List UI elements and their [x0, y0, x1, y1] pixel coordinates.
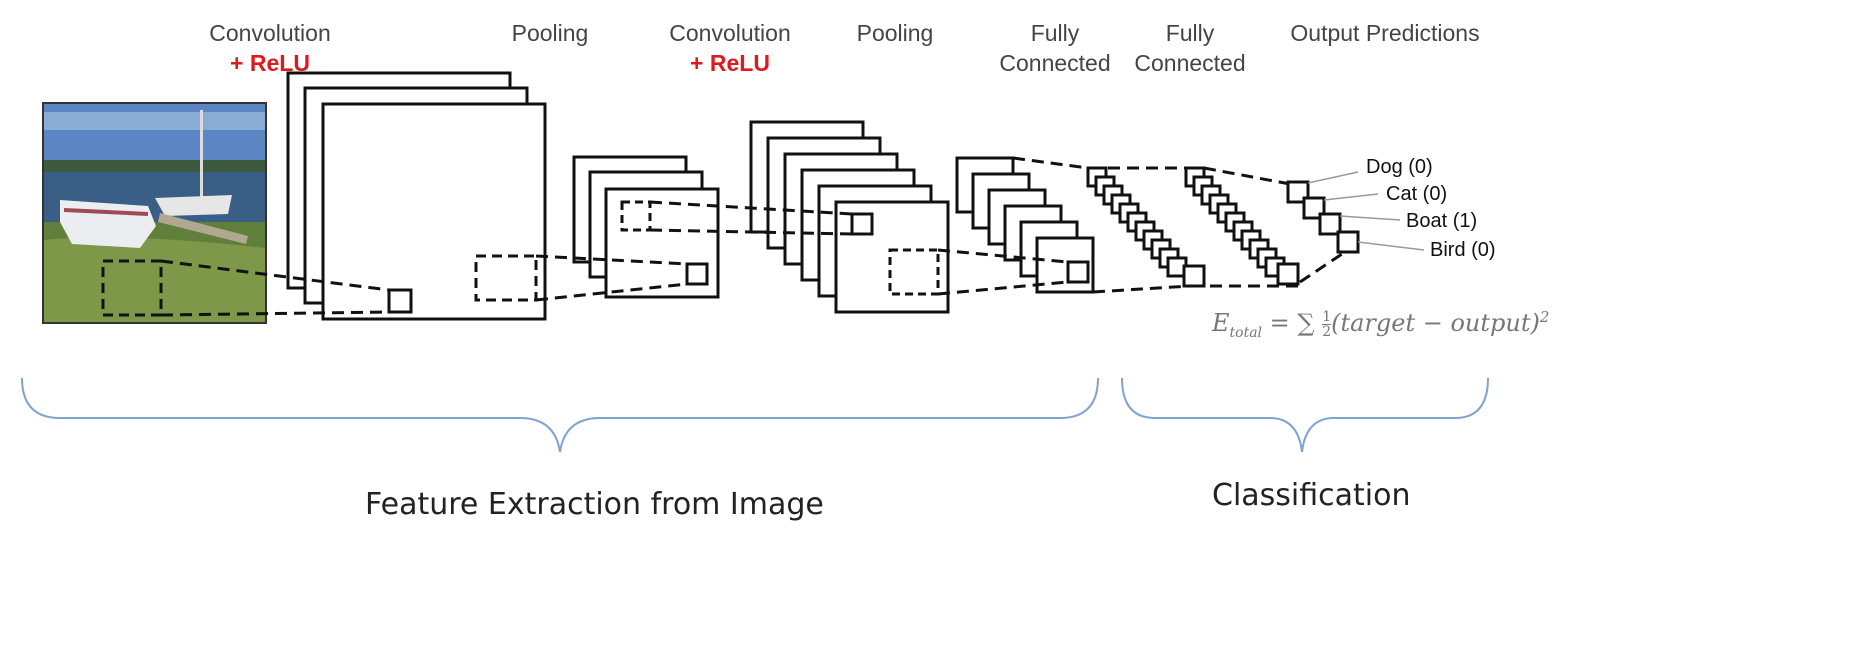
conv1-receptive-field	[474, 254, 538, 302]
pool2-label: Pooling	[856, 20, 934, 46]
fc2-label: Fully Connected	[1134, 20, 1246, 76]
conv1-neuron	[387, 288, 413, 314]
pool1-receptive-field	[620, 200, 652, 232]
feature-extraction-brace	[21, 377, 1099, 453]
conv2-receptive-field	[888, 248, 940, 296]
fc2-neurons	[1184, 166, 1300, 286]
fc1-label: Fully Connected	[999, 20, 1111, 76]
conv2-feature-maps	[749, 120, 950, 314]
output-link-lines	[1307, 171, 1425, 251]
prediction-bird: Bird (0)	[1430, 239, 1496, 261]
output-label: Output Predictions	[1290, 20, 1480, 46]
pool2-neuron	[1066, 260, 1090, 284]
prediction-boat: Boat (1)	[1406, 210, 1478, 232]
conv1-feature-maps	[286, 71, 547, 321]
projection-lines	[160, 156, 1355, 317]
conv2-label: Convolution + ReLU	[655, 18, 805, 78]
output-neurons	[1286, 180, 1360, 254]
classification-brace	[1121, 377, 1489, 453]
prediction-cat: Cat (0)	[1386, 183, 1448, 205]
feature-extraction-caption: Feature Extraction from Image	[365, 487, 824, 522]
conv1-label: Convolution + ReLU	[195, 18, 345, 78]
conv2-neuron	[850, 212, 874, 236]
conv2-relu-label: + ReLU	[690, 50, 770, 76]
input-image	[42, 102, 267, 324]
prediction-dog: Dog (0)	[1366, 156, 1433, 178]
fc1-neurons	[1086, 166, 1206, 288]
pool1-neuron	[685, 262, 709, 286]
pool1-label: Pooling	[511, 20, 589, 46]
classification-caption: Classification	[1212, 478, 1411, 513]
